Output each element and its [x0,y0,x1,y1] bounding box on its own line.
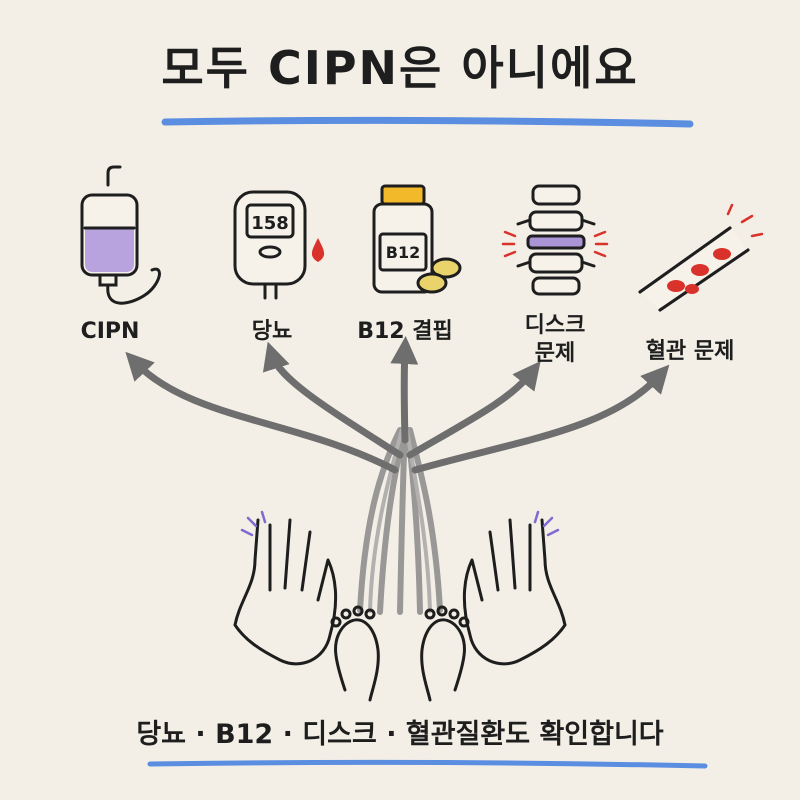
cause-label-b12: B12 결핍 [357,319,453,344]
cause-label-vascular: 혈관 문제 [645,339,735,364]
left-foot-icon [330,605,380,702]
pill-bottle-icon [372,184,462,294]
arrow-to-diabetes [262,341,404,459]
footer-caption: 당뇨 · B12 · 디스크 · 혈관질환도 확인합니다 [136,719,664,750]
footer-underline [147,759,708,769]
cause-label-diabetes: 당뇨 [251,319,293,344]
left-hand-icon [233,518,338,666]
arrow-to-disc [406,360,541,459]
right-foot-icon [420,605,470,702]
hand-tingle-marks [240,510,560,537]
nerve-trunk [357,427,443,615]
blood-vessel-icon [638,226,750,312]
spine-icon [516,184,596,296]
title-underline [161,116,694,128]
cause-label-cipn: CIPN [80,319,140,344]
page-title: 모두 CIPN은 아니에요 [161,41,639,95]
arrow-to-cipn [125,351,399,474]
glucose-meter-icon [233,190,325,300]
branch-arrows [125,336,670,474]
bottle-label: B12 [386,243,420,262]
glucose-reading: 158 [251,213,289,234]
spine-pain-marks [501,230,609,258]
arrow-to-vascular [411,364,670,474]
vessel-alert-marks [726,203,764,238]
arrow-to-b12 [390,336,419,444]
right-hand-icon [462,518,567,666]
iv-bag-icon [80,165,161,305]
